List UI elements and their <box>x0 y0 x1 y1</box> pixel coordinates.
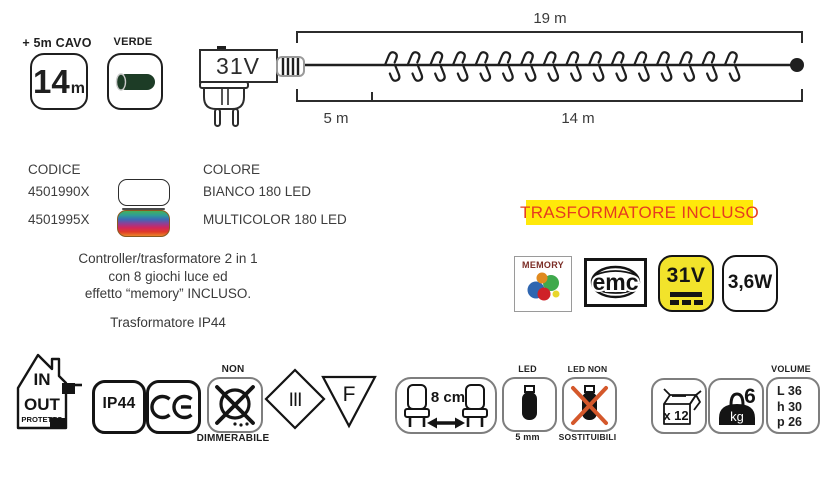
emc-graphic: emc <box>590 265 641 299</box>
weight-unit: kg <box>730 409 744 424</box>
volume-icon: L 36 h 30 p 26 <box>766 377 820 434</box>
led-bulb-icon <box>502 377 557 432</box>
color-column-header: COLORE <box>203 162 261 177</box>
memory-graphic <box>527 272 560 301</box>
lead-length-label: 5 m <box>323 110 348 127</box>
description-line: Controller/trasformatore 2 in 1 <box>78 251 258 266</box>
voltage-dc-icon: 31V <box>658 255 714 312</box>
total-length-bracket <box>296 31 803 43</box>
section-bracket <box>296 89 803 102</box>
led-not-replaceable-icon <box>562 377 617 432</box>
led-label: LED <box>518 364 537 374</box>
ip44-icon: IP44 <box>92 380 146 434</box>
total-length-label: 19 m <box>533 10 566 27</box>
weight-icon: 6 kg <box>708 378 764 434</box>
dimmerabile-label: DIMMERABILE <box>196 433 270 444</box>
house-out-label: OUT <box>24 395 61 414</box>
wattage-label: 3,6W <box>727 272 773 293</box>
non-label: NON <box>221 364 245 375</box>
ip44-label: IP44 <box>102 395 136 412</box>
memory-label: MEMORY <box>522 260 564 270</box>
light-string-diagram: 19 m 5 m 14 m 31V <box>199 10 804 127</box>
cable-length-unit: m <box>70 79 85 97</box>
multicolor-swatch <box>117 210 170 237</box>
plug-icon <box>199 81 249 127</box>
voltage-label: 31V <box>666 264 706 287</box>
volume-height: h 30 <box>777 399 803 414</box>
dc-symbol-solid <box>670 292 702 297</box>
emc-icon: emc <box>584 258 647 307</box>
bulb-spacing-label: 8 cm <box>431 389 465 406</box>
description-line: con 8 giochi luce ed <box>108 268 228 284</box>
white-swatch <box>118 179 170 206</box>
memory-icon: MEMORY <box>514 256 572 312</box>
bulb-spacing-icon: 8 cm <box>395 377 497 434</box>
weight-value: 6 <box>744 385 756 408</box>
class-iii-icon: III <box>264 368 326 430</box>
house-protetto-label: PROTETTO <box>21 415 62 424</box>
transformer-included-banner: TRASFORMATORE INCLUSO <box>520 200 759 225</box>
product-color: MULTICOLOR 180 LED <box>203 212 347 227</box>
lighted-length-label: 14 m <box>561 110 594 127</box>
class-iii-label: III <box>289 390 302 411</box>
indoor-outdoor-house-icon: IN OUT PROTETTO <box>16 353 82 430</box>
cable-color-label: VERDE <box>113 36 153 48</box>
product-color: BIANCO 180 LED <box>203 184 312 199</box>
sostituibili-label: SOSTITUIBILI <box>558 432 617 442</box>
volume-length: L 36 <box>777 384 802 398</box>
product-code: 4501990X <box>28 184 90 199</box>
transformer-voltage: 31V <box>216 53 260 79</box>
led-bulbs <box>383 51 741 82</box>
transformer-illustration: 31V <box>199 46 305 127</box>
cable-length-label: + 5m CAVO <box>22 36 92 50</box>
emc-label: emc <box>592 269 638 295</box>
wire-connector <box>276 56 305 77</box>
dc-symbol-dashed <box>660 300 712 305</box>
wire-end-cap <box>790 58 804 72</box>
swatch-divider <box>122 208 165 210</box>
carton-quantity-label: x 12 <box>663 408 688 423</box>
cable-length-value: 14 <box>33 63 70 100</box>
description-line: effetto “memory” INCLUSO. <box>84 286 252 301</box>
non-dimmable-icon <box>207 377 263 433</box>
volume-label: VOLUME <box>771 364 811 374</box>
product-code: 4501995X <box>28 212 90 227</box>
volume-depth: p 26 <box>777 415 803 429</box>
ip-note: Trasformatore IP44 <box>110 315 226 330</box>
house-in-label: IN <box>34 370 51 389</box>
f-symbol-label: F <box>343 383 356 406</box>
product-description: Controller/trasformatore 2 in 1 con 8 gi… <box>40 250 296 303</box>
green-cable-icon <box>115 72 155 91</box>
carton-quantity-icon: x 12 <box>651 378 707 434</box>
code-column-header: CODICE <box>28 162 81 177</box>
led-size-label: 5 mm <box>515 432 540 442</box>
led-non-label: LED NON <box>567 364 608 374</box>
f-symbol-icon: F <box>321 375 377 429</box>
ce-mark-icon <box>146 380 201 434</box>
cable-color-badge <box>107 53 163 110</box>
wattage-icon: 3,6W <box>722 255 778 312</box>
